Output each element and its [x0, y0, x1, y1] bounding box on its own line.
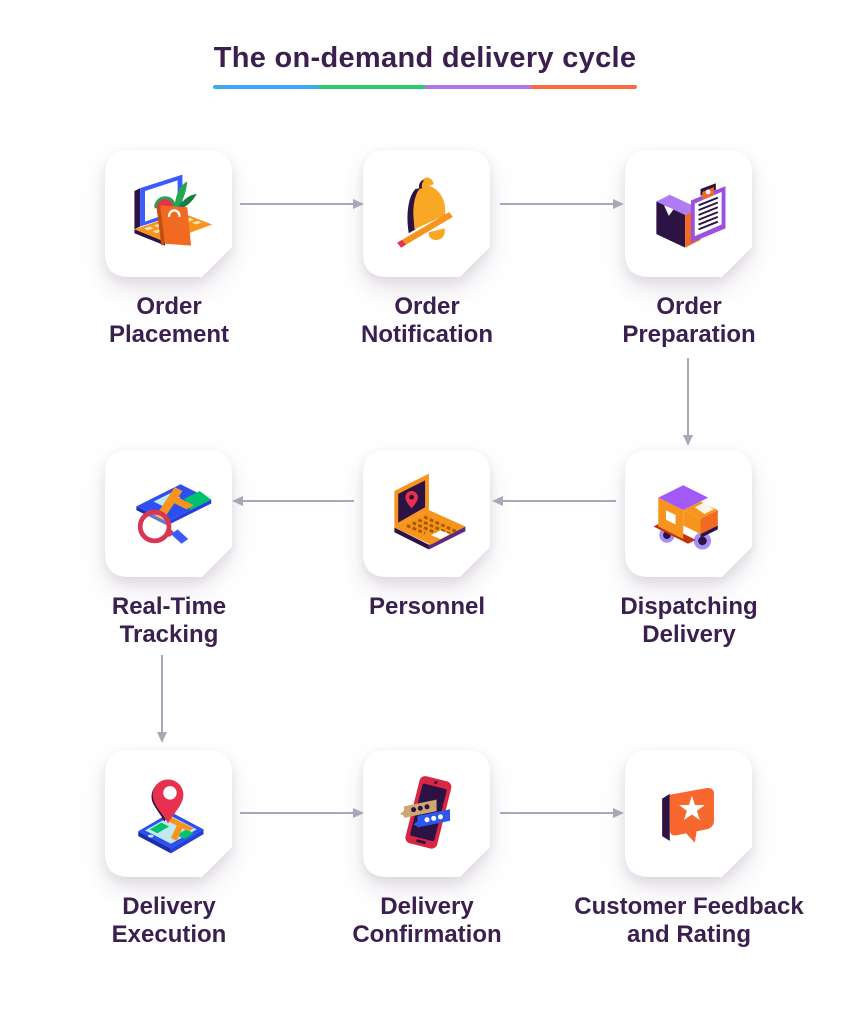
step-label: Order Notification	[361, 293, 493, 348]
title-underline-segment	[213, 85, 319, 89]
page-title: The on-demand delivery cycle	[213, 42, 637, 74]
step-delivery-confirmation: Delivery Confirmation	[352, 750, 502, 948]
step-card-wrap	[625, 450, 752, 577]
step-card-wrap	[625, 750, 752, 877]
arrow-order-preparation-to-dispatching-delivery	[687, 358, 689, 436]
phone-chat-icon	[379, 766, 475, 862]
step-personnel: Personnel	[363, 450, 490, 620]
laptop-location-pin-icon	[379, 466, 475, 562]
step-card-wrap	[105, 450, 232, 577]
arrow-dispatching-delivery-to-personnel	[502, 500, 616, 502]
step-customer-feedback: Customer Feedback and Rating	[574, 750, 804, 948]
step-label: Delivery Execution	[111, 893, 227, 948]
step-card-wrap	[363, 150, 490, 277]
step-card	[363, 750, 490, 877]
step-order-notification: Order Notification	[361, 150, 493, 348]
step-card	[625, 150, 752, 277]
step-real-time-tracking: Real-Time Tracking	[105, 450, 232, 648]
box-clipboard-icon	[641, 166, 737, 262]
step-order-placement: Order Placement	[105, 150, 232, 348]
title-underline-segment	[425, 85, 531, 89]
title-underline-segment	[531, 85, 637, 89]
arrow-real-time-tracking-to-delivery-execution	[161, 655, 163, 733]
step-label: Dispatching Delivery	[620, 593, 758, 648]
step-card-wrap	[625, 150, 752, 277]
step-card-wrap	[105, 150, 232, 277]
step-card-wrap	[363, 750, 490, 877]
notification-bell-icon	[379, 166, 475, 262]
step-card	[625, 750, 752, 877]
step-card	[105, 450, 232, 577]
step-delivery-execution: Delivery Execution	[105, 750, 232, 948]
delivery-truck-icon	[641, 466, 737, 562]
step-label: Delivery Confirmation	[352, 893, 502, 948]
map-magnifier-icon	[121, 466, 217, 562]
phone-map-pin-icon	[121, 766, 217, 862]
arrow-order-notification-to-order-preparation	[500, 203, 614, 205]
step-card	[625, 450, 752, 577]
step-card	[363, 450, 490, 577]
step-label: Personnel	[368, 593, 486, 620]
title-underline-segment	[319, 85, 425, 89]
step-card	[363, 150, 490, 277]
title-underline	[213, 85, 637, 89]
arrow-order-placement-to-order-notification	[240, 203, 354, 205]
step-label: Order Placement	[108, 293, 230, 348]
feedback-star-bubble-icon	[641, 766, 737, 862]
arrow-delivery-execution-to-delivery-confirmation	[240, 812, 354, 814]
step-card-wrap	[363, 450, 490, 577]
step-label: Real-Time Tracking	[111, 593, 227, 648]
step-label: Customer Feedback and Rating	[574, 893, 804, 948]
step-dispatching-delivery: Dispatching Delivery	[620, 450, 758, 648]
step-card	[105, 750, 232, 877]
step-order-preparation: Order Preparation	[622, 150, 756, 348]
step-card-wrap	[105, 750, 232, 877]
arrow-delivery-confirmation-to-customer-feedback	[500, 812, 614, 814]
step-card	[105, 150, 232, 277]
arrow-personnel-to-real-time-tracking	[242, 500, 354, 502]
step-label: Order Preparation	[622, 293, 756, 348]
laptop-shopping-bag-icon	[121, 166, 217, 262]
